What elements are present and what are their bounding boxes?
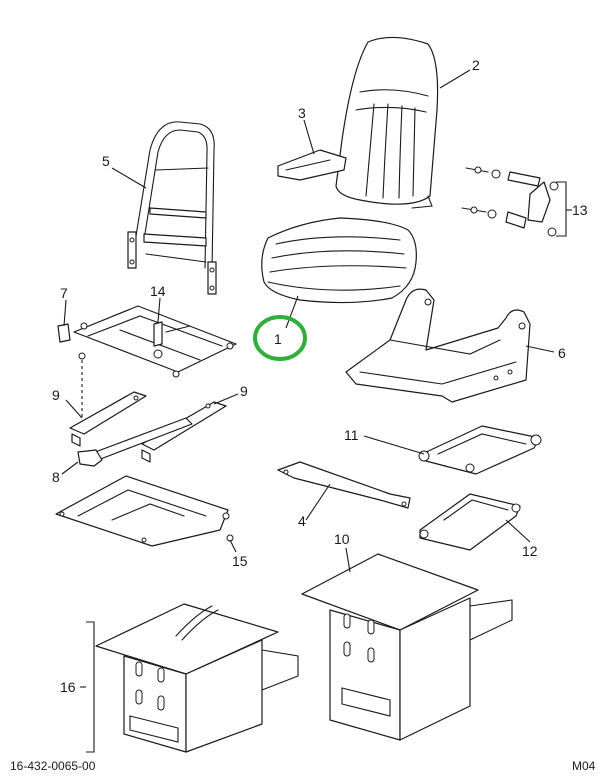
leader-lines <box>61 69 572 753</box>
callout-15[interactable]: 15 <box>232 553 248 569</box>
suspension-base-left-part <box>95 603 299 753</box>
armrest-part <box>277 149 347 181</box>
seat-cushion-part <box>261 217 417 304</box>
callout-9-right[interactable]: 9 <box>240 383 248 399</box>
seat-back-part <box>335 36 439 209</box>
callout-10[interactable]: 10 <box>334 531 350 547</box>
callout-14[interactable]: 14 <box>150 283 166 299</box>
callout-8[interactable]: 8 <box>52 469 60 485</box>
callout-13[interactable]: 13 <box>572 202 588 218</box>
slide-rail-part <box>69 391 227 467</box>
callout-7[interactable]: 7 <box>60 285 68 301</box>
callout-5[interactable]: 5 <box>102 153 110 169</box>
seat-plate-part <box>57 305 237 378</box>
callout-2[interactable]: 2 <box>472 57 480 73</box>
seat-back-frame-part <box>127 121 217 295</box>
seat-frame-part <box>345 288 531 403</box>
selected-part-highlight[interactable] <box>253 315 307 361</box>
callout-3[interactable]: 3 <box>298 105 306 121</box>
callout-6[interactable]: 6 <box>558 345 566 361</box>
callout-1[interactable]: 1 <box>274 331 282 347</box>
callout-11[interactable]: 11 <box>344 427 359 443</box>
suspension-link-part <box>418 425 542 475</box>
mounting-plate-part <box>55 475 234 547</box>
shock-absorber-part <box>461 166 559 237</box>
callout-labels: 1 2 3 4 5 6 7 8 9 9 10 11 12 13 14 15 16 <box>52 57 588 695</box>
callout-16[interactable]: 16 <box>60 679 76 695</box>
bracket-part <box>277 461 411 509</box>
lower-link-part <box>419 493 521 551</box>
suspension-base-right-part <box>301 553 513 741</box>
sheet-code: M04 <box>572 759 596 773</box>
callout-9-left[interactable]: 9 <box>52 387 60 403</box>
document-number: 16-432-0065-00 <box>10 759 96 773</box>
callout-4[interactable]: 4 <box>298 513 306 529</box>
callout-12[interactable]: 12 <box>522 543 538 559</box>
